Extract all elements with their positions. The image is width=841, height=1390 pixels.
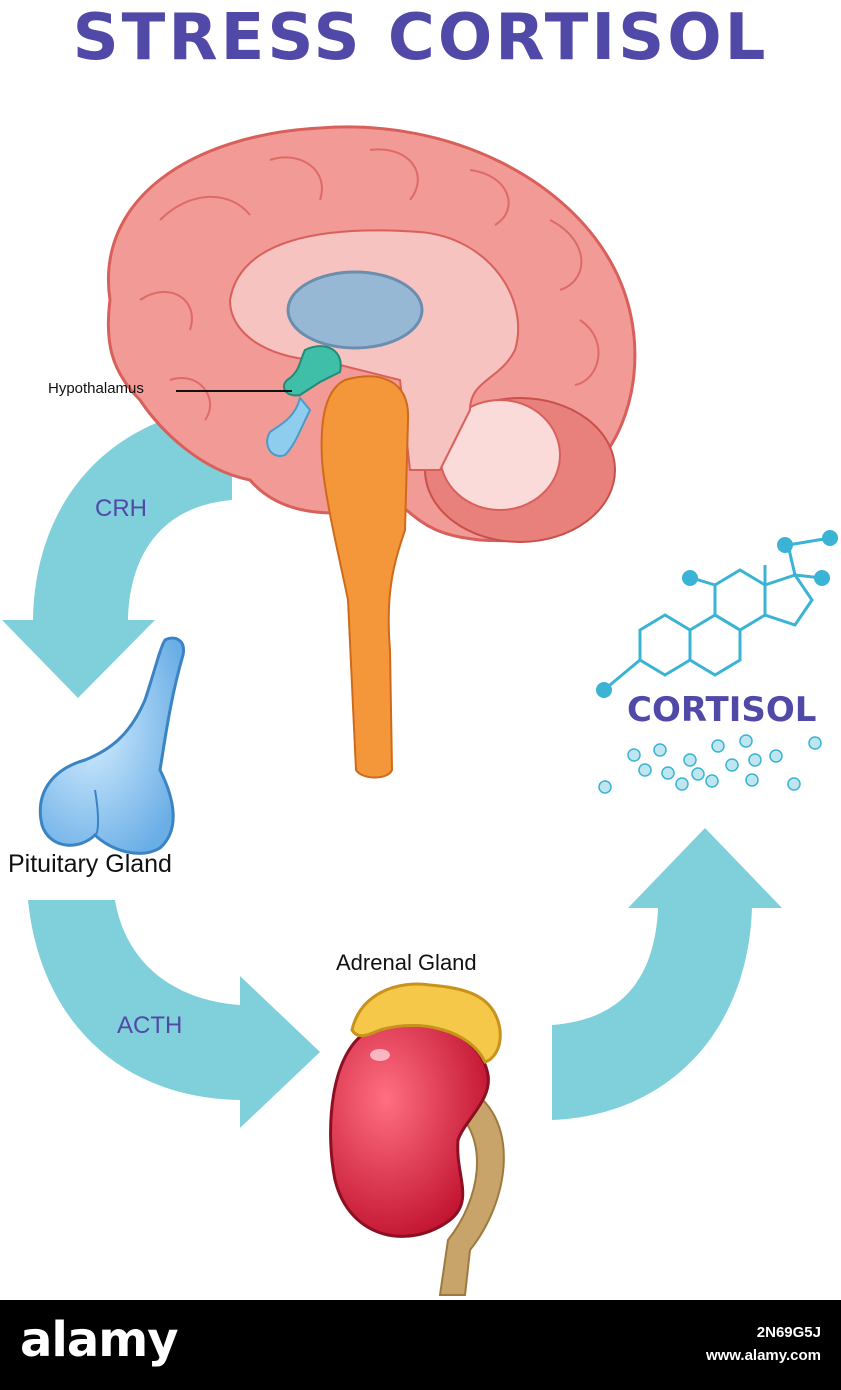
page-title: STRESS CORTISOL — [72, 1, 769, 75]
cortisol-particles — [598, 734, 822, 794]
adrenal-cap-shape — [350, 982, 502, 1064]
diagram-canvas — [2, 125, 838, 1296]
cortisol-molecule-atoms — [596, 530, 838, 698]
acth-arrow — [28, 900, 320, 1128]
acth-label: ACTH — [117, 1012, 183, 1039]
pituitary-gland-illustration — [38, 636, 185, 855]
watermark-footer — [0, 1300, 841, 1390]
ventricle — [286, 270, 424, 350]
hypothalamus-label: Hypothalamus — [48, 380, 144, 397]
site-url: www.alamy.com — [705, 1347, 821, 1364]
brain-illustration — [106, 125, 637, 779]
pituitary-in-brain — [266, 395, 312, 457]
brainstem — [320, 375, 410, 779]
crh-label: CRH — [95, 495, 147, 522]
cortisol-molecule — [603, 536, 831, 692]
pituitary-gland-label: Pituitary Gland — [8, 850, 172, 878]
adrenal-gland-label: Adrenal Gland — [336, 950, 477, 975]
alamy-logo: alamy — [20, 1312, 179, 1368]
image-id: 2N69G5J — [756, 1324, 821, 1341]
adrenal-kidney-illustration — [329, 982, 505, 1296]
cortisol-arrow — [552, 828, 782, 1120]
cortisol-label: CORTISOL — [627, 690, 817, 730]
kidney-shape — [329, 1022, 490, 1238]
crh-arrow — [2, 405, 232, 698]
hypothalamus-shape — [282, 345, 342, 397]
